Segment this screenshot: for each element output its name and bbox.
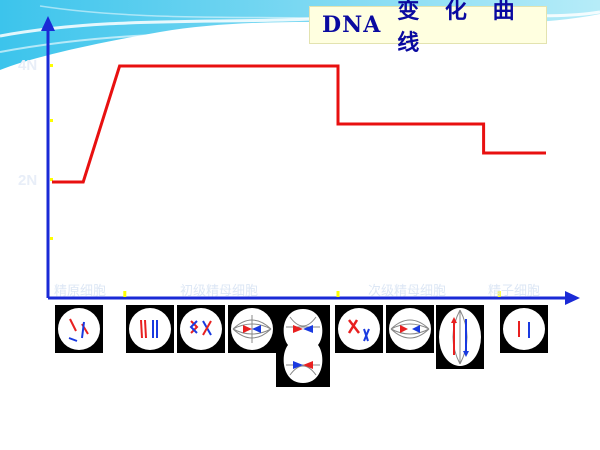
y-axis-arrow: [41, 16, 55, 31]
title-box: DNA 变 化 曲 线: [309, 0, 547, 56]
cell-secondary-3: [436, 305, 484, 369]
y-label-4n: 4N: [18, 57, 38, 74]
stage-label-primary-spermatocyte: 初级精母细胞: [180, 284, 259, 299]
stage-boundary-tick-2: [336, 291, 340, 297]
title-prefix: DNA: [322, 12, 382, 38]
y-label-2n: 2N: [18, 172, 38, 189]
cell-primary-3: [228, 305, 276, 353]
stage-label-secondary-spermatocyte: 次级精母细胞: [368, 284, 447, 299]
dna-curve: [52, 64, 546, 184]
stage-boundary-ticks: [123, 291, 501, 297]
x-axis-arrow: [565, 291, 580, 305]
cell-primary-1: [126, 305, 174, 353]
stage-boundary-tick-3: [497, 291, 501, 297]
cell-secondary-2: [386, 305, 434, 353]
cell-spermatid: [500, 305, 548, 353]
stage-label-spermatid: 精子细胞: [488, 284, 541, 299]
axes: [41, 16, 580, 305]
cell-primary-2: [177, 305, 225, 353]
stage-boundary-tick-1: [123, 291, 127, 297]
y-tick-4n: [50, 64, 53, 67]
y-tick-3n: [50, 119, 53, 122]
title-main: 变 化 曲 线: [397, 0, 524, 56]
cell-secondary-1: [335, 305, 383, 353]
y-tick-2n: [50, 178, 53, 181]
cell-images: [55, 305, 548, 387]
cell-spermatogonium: [55, 305, 103, 353]
y-tick-1n: [50, 237, 53, 240]
cell-primary-4: [276, 305, 330, 387]
stage-label-spermatogonium: 精原细胞: [54, 284, 107, 299]
